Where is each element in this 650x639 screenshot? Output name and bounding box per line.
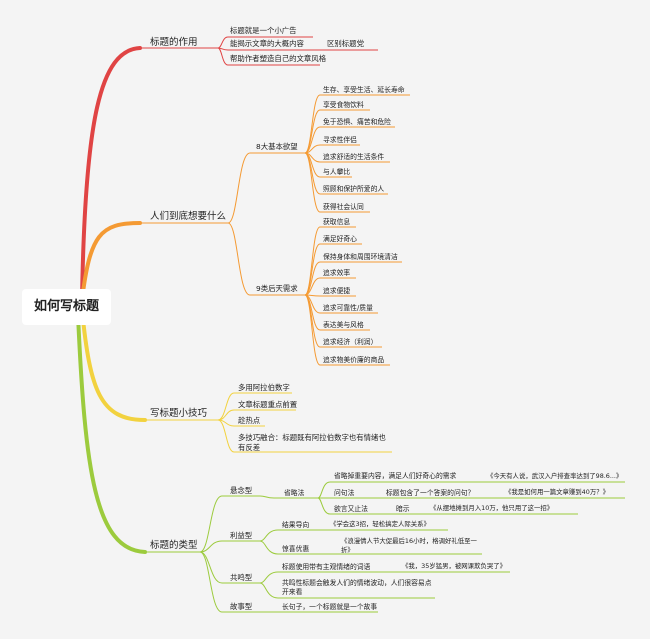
link-root-desire [80, 221, 142, 302]
acquired-item-5[interactable]: 追求便捷 [323, 287, 351, 295]
concept-question-example[interactable]: 《我是如何用一篇文章赚到40万？》 [505, 488, 609, 496]
basic-item-5[interactable]: 追求舒适的生活条件 [323, 153, 385, 161]
basic-item-3[interactable]: 免于恐惧、痛苦和危险 [323, 118, 391, 126]
type-story[interactable]: 故事型 [230, 602, 253, 611]
acquired-item-4[interactable]: 追求效率 [323, 269, 351, 277]
basic-item-6[interactable]: 与人攀比 [323, 168, 351, 176]
acquired-item-1[interactable]: 获取信息 [323, 218, 351, 226]
concept-omit-desc[interactable]: 省略掉重要内容，满足人们好奇心的需求 [334, 472, 457, 480]
story-text[interactable]: 长句子，一个标题就是一个故事 [282, 603, 378, 611]
tip-item-front[interactable]: 文章标题重点前置 [238, 400, 298, 409]
basic-item-2[interactable]: 享受食物饮料 [323, 101, 364, 109]
acquired-item-2[interactable]: 满足好奇心 [323, 235, 357, 243]
benefit-result-example[interactable]: 《学会这3招，轻松搞定人际关系》 [330, 520, 430, 528]
type-benefit[interactable]: 利益型 [230, 531, 253, 540]
purpose-item-style[interactable]: 帮助作者塑造自己的文章风格 [230, 54, 327, 63]
resonance-emotion-example[interactable]: 《我，35岁猛男，被网课欺负哭了》 [402, 562, 506, 570]
desire-acquired[interactable]: 9类后天需求 [256, 284, 298, 293]
resonance-emotion[interactable]: 标题使用带有主观情绪的词语 [282, 563, 371, 571]
acquired-item-8[interactable]: 追求经济（利润） [323, 338, 378, 346]
tip-item-hot[interactable]: 趁热点 [238, 416, 261, 425]
type-resonance[interactable]: 共鸣型 [230, 573, 253, 582]
branch-purpose[interactable]: 标题的作用 [150, 37, 198, 48]
concept-paradox-example[interactable]: 《从摆地摊到月入10万，他只用了这一招》 [430, 504, 554, 512]
purpose-item-summary[interactable]: 能揭示文章的大概内容 [230, 39, 304, 48]
concept-paradox[interactable]: 欲言又止法 [334, 505, 368, 513]
concept-omit[interactable]: 省略法 [284, 489, 305, 497]
benefit-result[interactable]: 结果导向 [282, 521, 310, 529]
desire-basic[interactable]: 8大基本欲望 [256, 142, 298, 151]
tip-item-numbers[interactable]: 多用阿拉伯数字 [238, 383, 290, 392]
concept-paradox-desc[interactable]: 暗示 [396, 505, 410, 513]
branch-types[interactable]: 标题的类型 [150, 540, 198, 551]
basic-item-8[interactable]: 获得社会认同 [323, 203, 364, 211]
branch-desire[interactable]: 人们到底想要什么 [150, 211, 227, 222]
purpose-item-ad[interactable]: 标题就是一个小广告 [230, 26, 297, 35]
basic-item-4[interactable]: 寻求性伴侣 [323, 136, 357, 144]
concept-question[interactable]: 问句法 [334, 489, 355, 497]
root-topic[interactable]: 如何写标题 [22, 289, 112, 325]
link-root-purpose [80, 46, 142, 302]
resonance-text[interactable]: 共鸣性标题会触发人们的情绪波动，人们很容易点开来看 [282, 579, 432, 597]
type-concept[interactable]: 悬念型 [230, 486, 253, 495]
concept-omit-example[interactable]: 《今天有人说，武汉入户排查率达到了98.6...》 [487, 472, 623, 480]
acquired-item-9[interactable]: 追求物美价廉的商品 [323, 356, 385, 364]
benefit-discount[interactable]: 惊喜优惠 [282, 545, 310, 553]
purpose-item-clickbait[interactable]: 区别标题党 [327, 39, 364, 48]
acquired-item-3[interactable]: 保持身体和周围环境清洁 [323, 253, 398, 261]
link-root-tips [80, 308, 147, 422]
basic-item-1[interactable]: 生存、享受生活、延长寿命 [323, 86, 405, 94]
tip-item-mix[interactable]: 多技巧融合：标题既有阿拉伯数字也有情绪也有反差 [238, 433, 386, 452]
link-root-types [76, 313, 147, 554]
branch-tips[interactable]: 写标题小技巧 [150, 408, 208, 419]
benefit-discount-example[interactable]: 《浪漫情人节大促最后16小时，格调好礼低至一折》 [341, 537, 477, 554]
concept-question-desc[interactable]: 标题包含了一个答案的问句？ [386, 489, 475, 497]
acquired-item-7[interactable]: 表达美与风格 [323, 321, 364, 329]
basic-item-7[interactable]: 照顾和保护所爱的人 [323, 185, 385, 193]
acquired-item-6[interactable]: 追求可靠性/质量 [323, 304, 373, 312]
